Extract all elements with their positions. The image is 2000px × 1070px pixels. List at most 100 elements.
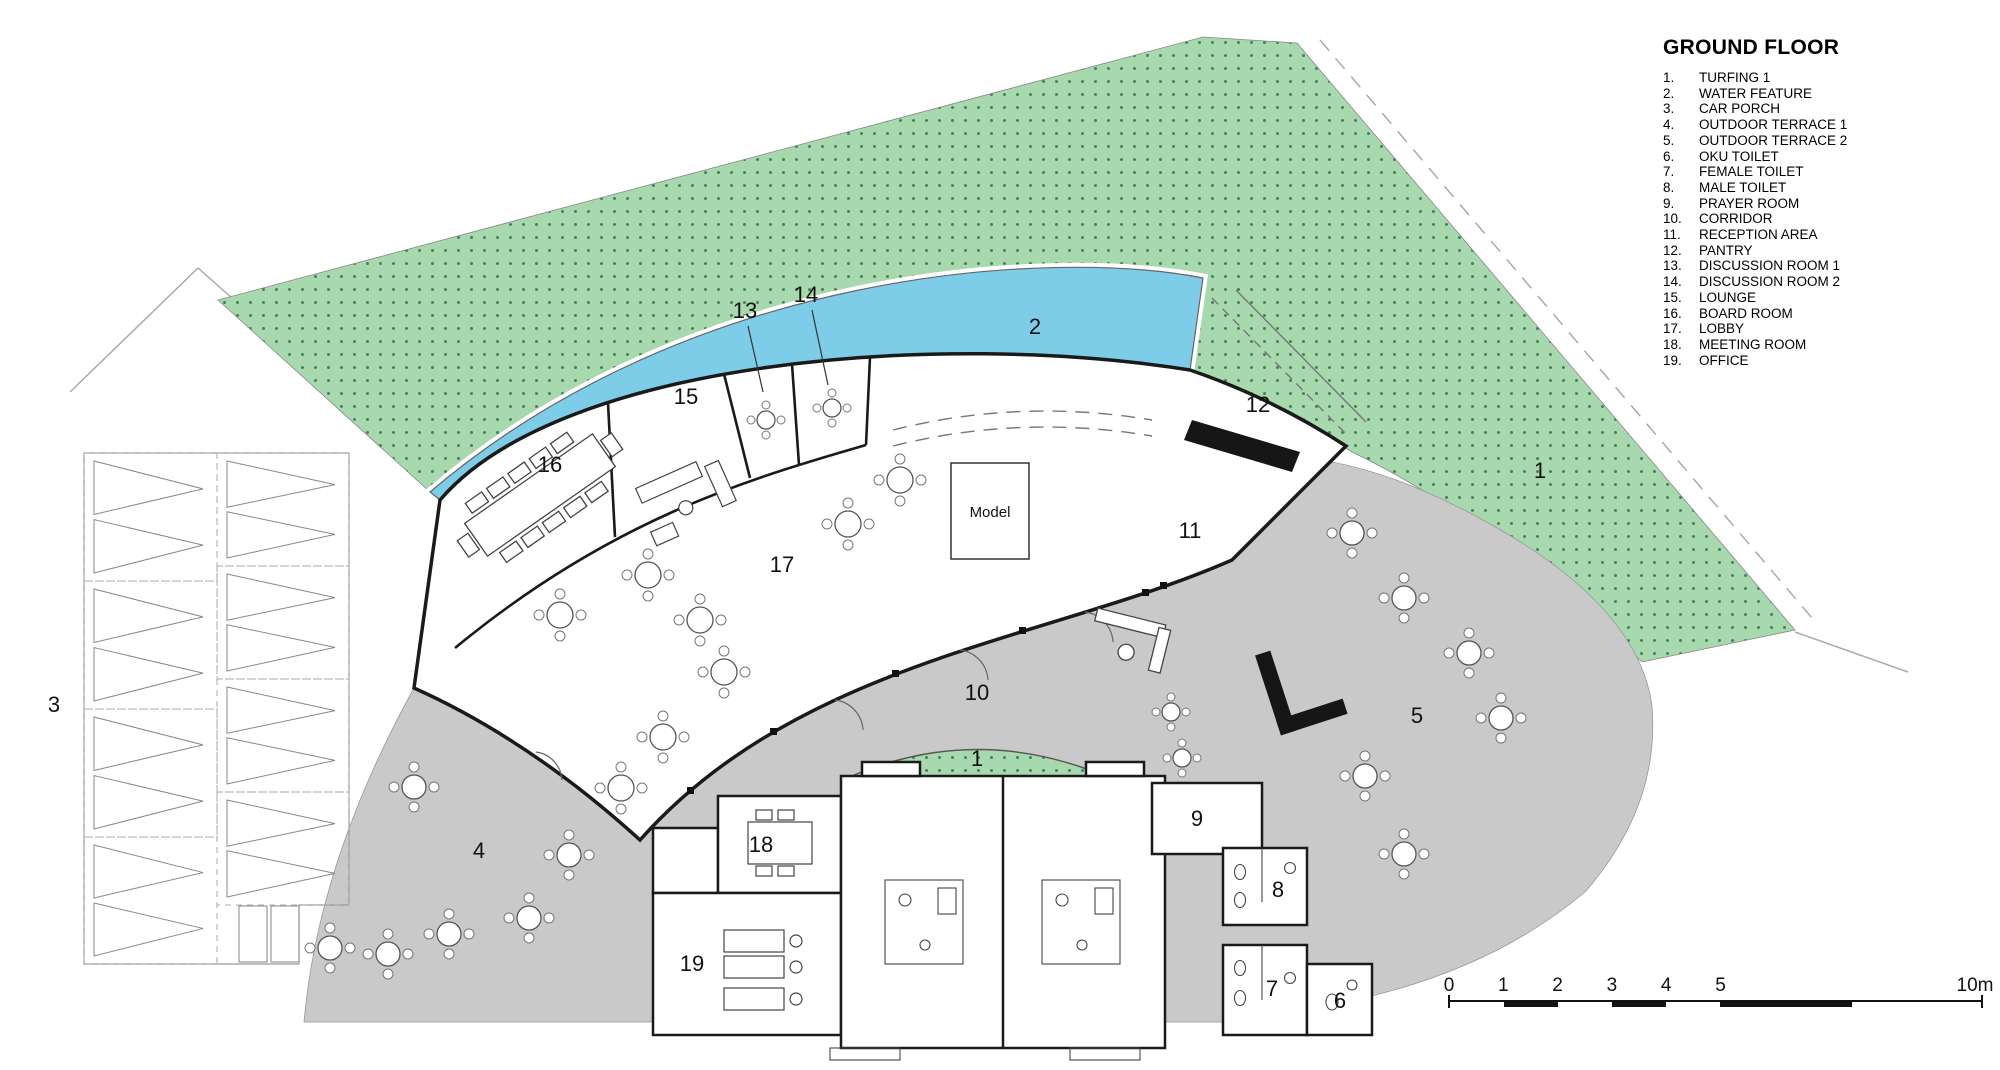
- room-label-pantry: 12: [1246, 392, 1270, 417]
- parking-bay: [216, 452, 350, 567]
- legend-item-label: LOUNGE: [1699, 289, 1757, 305]
- room-label-board-room: 16: [538, 452, 562, 477]
- legend-item-label: TURFING 1: [1699, 70, 1771, 85]
- round-table: [1443, 627, 1495, 679]
- round-table: [1378, 572, 1430, 624]
- legend-item-number: 11.: [1663, 227, 1681, 243]
- site-boundary-lines: [69, 39, 1909, 673]
- legend-item-2: 2. WATER FEATURE: [1663, 86, 1983, 102]
- legend-item-label: BOARD ROOM: [1699, 305, 1793, 321]
- round-table: [423, 908, 475, 960]
- legend-item-18: 18. MEETING ROOM: [1663, 337, 1983, 353]
- legend-item-label: OKU TOILET: [1699, 148, 1779, 164]
- dashed-roof-lines: [892, 289, 1367, 447]
- reception-desk: [1093, 607, 1172, 674]
- parking-bay: [216, 791, 350, 906]
- legend: GROUND FLOOR 1. TURFING 1 2. WATER FEATURE 3…: [1663, 36, 1983, 368]
- legend-item-number: 8.: [1663, 179, 1675, 195]
- legend-item-label: OUTDOOR TERRACE 1: [1699, 117, 1848, 133]
- legend-item-1: 1. TURFING 1: [1663, 70, 1983, 86]
- parking-bay: [83, 580, 218, 710]
- round-table: [746, 400, 786, 440]
- room-label-water-feature: 2: [1029, 314, 1041, 339]
- legend-item-number: 9.: [1663, 195, 1675, 211]
- reception-feature-wall: [1255, 650, 1348, 736]
- round-table: [503, 892, 555, 944]
- office-desks: [723, 929, 803, 1011]
- legend-item-17: 17.LOBBY: [1663, 321, 1983, 337]
- legend-item-number: 5.: [1663, 132, 1675, 148]
- legend-item-label: FEMALE TOILET: [1699, 164, 1804, 180]
- main-building-outline: [412, 351, 1349, 843]
- legend-item-number: 10.: [1663, 211, 1682, 227]
- legend-item-10: 10. CORRIDOR: [1663, 211, 1983, 227]
- room-label-office: 19: [680, 951, 704, 976]
- legend-item-number: 18.: [1663, 336, 1682, 352]
- round-table: [1162, 738, 1202, 778]
- round-table: [543, 829, 595, 881]
- legend-item-label: RECEPTION AREA: [1699, 227, 1818, 243]
- model-label: Model: [970, 504, 1011, 521]
- round-table: [673, 593, 727, 647]
- room-label-female-toilet: 7: [1266, 976, 1278, 1001]
- legend-items: 1. TURFING 1 2. WATER FEATURE 3. CAR PORCH 4. O…: [1663, 70, 1983, 368]
- parking-bay: [83, 836, 218, 965]
- room-label-lounge: 15: [674, 384, 698, 409]
- furniture: [304, 388, 1527, 980]
- parking-bay: [216, 678, 350, 793]
- round-table: [812, 388, 852, 428]
- storage-locker: [270, 905, 300, 963]
- legend-item-label: OFFICE: [1699, 352, 1749, 368]
- round-table: [1326, 507, 1378, 559]
- rear-block-details: [829, 848, 1358, 1061]
- legend-title: GROUND FLOOR: [1663, 36, 1840, 59]
- legend-item-label: PRAYER ROOM: [1699, 195, 1800, 211]
- legend-item-number: 3.: [1663, 101, 1675, 117]
- legend-item-5: 5. OUTDOOR TERRACE 2: [1663, 133, 1983, 149]
- round-table: [594, 761, 648, 815]
- round-table: [1339, 750, 1391, 802]
- rear-block-walls: [651, 760, 1374, 1050]
- board-room-table: [456, 431, 624, 564]
- round-table: [621, 548, 675, 602]
- parking-bay: [83, 708, 218, 838]
- legend-item-6: 6.OKU TOILET: [1663, 149, 1983, 165]
- room-label-male-toilet: 8: [1272, 877, 1284, 902]
- legend-item-label: CAR PORCH: [1699, 101, 1781, 117]
- legend-item-label: WATER FEATURE: [1699, 85, 1812, 101]
- storage-locker: [238, 905, 268, 963]
- legend-item-label: OUTDOOR TERRACE 2: [1699, 132, 1848, 148]
- parking-bays: [83, 452, 350, 965]
- legend-item-11: 11. RECEPTION AREA: [1663, 227, 1983, 243]
- room-label-car-porch: 3: [48, 692, 60, 717]
- room-label-discussion-room-2: 14: [794, 282, 818, 307]
- parking-bay: [216, 565, 350, 680]
- legend-item-number: 1.: [1663, 70, 1675, 85]
- legend-item-number: 15.: [1663, 289, 1682, 305]
- round-table: [821, 497, 875, 551]
- room-label-reception-area: 11: [1179, 518, 1202, 543]
- legend-item-label: DISCUSSION ROOM 1: [1699, 258, 1841, 274]
- legend-item-label: DISCUSSION ROOM 2: [1699, 274, 1841, 290]
- legend-item-16: 16. BOARD ROOM: [1663, 306, 1983, 322]
- room-label-oku-toilet: 6: [1334, 988, 1346, 1013]
- room-label-lobby: 17: [770, 552, 794, 577]
- legend-item-label: CORRIDOR: [1699, 211, 1773, 227]
- legend-item-label: MEETING ROOM: [1699, 336, 1807, 352]
- meeting-room-table: [747, 809, 813, 877]
- legend-item-number: 4.: [1663, 117, 1675, 133]
- round-table: [1475, 692, 1527, 744]
- round-table: [533, 588, 587, 642]
- legend-item-12: 12.PANTRY: [1663, 243, 1983, 259]
- legend-item-number: 2.: [1663, 85, 1675, 101]
- structural-columns: [687, 582, 1167, 794]
- legend-item-number: 19.: [1663, 352, 1682, 368]
- legend-item-number: 17.: [1663, 321, 1682, 337]
- legend-item-number: 7.: [1663, 164, 1675, 180]
- round-table: [1151, 692, 1191, 732]
- legend-item-number: 16.: [1663, 305, 1682, 321]
- legend-item-19: 19. OFFICE: [1663, 353, 1983, 369]
- room-label-turfing-1-south: 1: [971, 746, 983, 771]
